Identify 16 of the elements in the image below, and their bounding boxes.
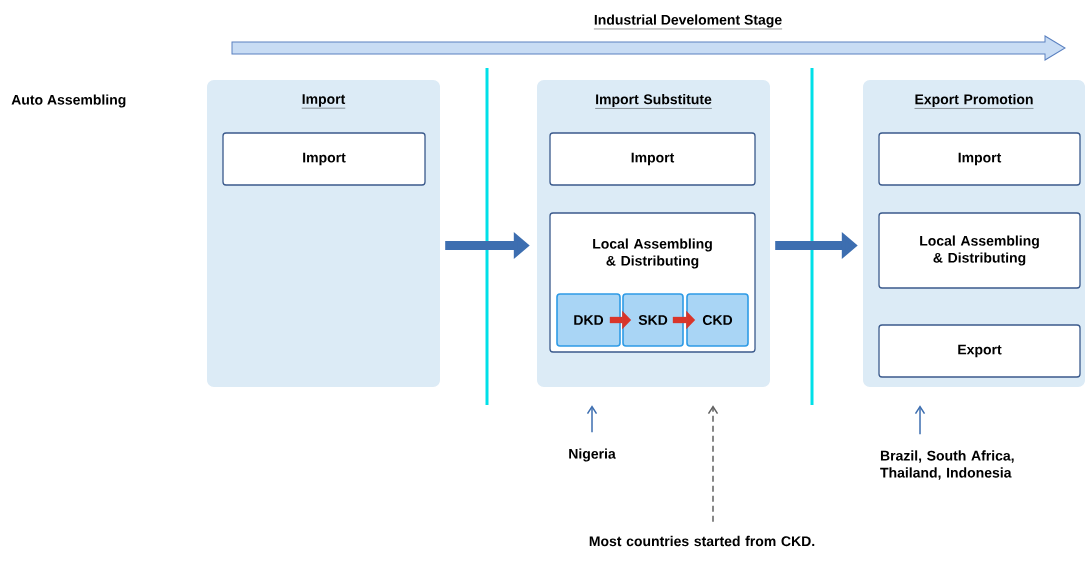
arrow — [586, 405, 598, 433]
step-box: DKD — [556, 293, 621, 347]
arrow — [707, 405, 719, 523]
process-box: Local Assembling & Distributing — [878, 212, 1081, 289]
process-box: Import — [549, 132, 756, 186]
arrow — [914, 405, 926, 435]
step-box: CKD — [686, 293, 749, 347]
process-box: Import — [222, 132, 426, 186]
process-box: Export — [878, 324, 1081, 378]
process-box: Import — [878, 132, 1081, 186]
step-box: SKD — [622, 293, 684, 347]
note-text: Brazil, South Africa, Thailand, Indonesia — [880, 450, 1014, 480]
note-text: Most countries started from CKD. — [589, 535, 815, 547]
row-label: Auto Assembling — [11, 94, 126, 108]
title: Industrial Develoment Stage — [593, 14, 783, 30]
note-text: Nigeria — [569, 448, 616, 462]
